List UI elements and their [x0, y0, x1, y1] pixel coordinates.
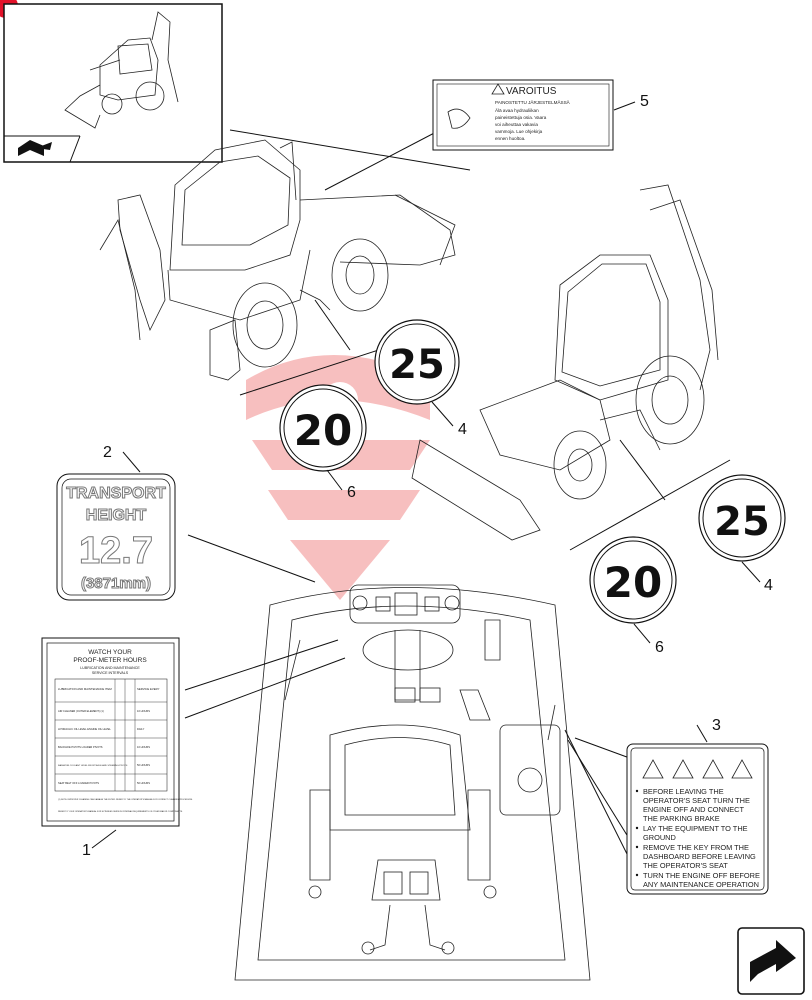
svg-text:ENGINE OFF AND CONNECT: ENGINE OFF AND CONNECT: [643, 805, 744, 814]
callout-5[interactable]: 5: [640, 93, 649, 110]
svg-text:BEFORE LEAVING THE: BEFORE LEAVING THE: [643, 787, 724, 796]
cab-interior: [184, 534, 636, 981]
transport-line-1: TRANSPORT: [66, 485, 166, 502]
svg-text:BACKHOE PIVOTS LOADER PIVOTS: BACKHOE PIVOTS LOADER PIVOTS: [58, 745, 103, 749]
svg-text:DASHBOARD BEFORE LEAVING: DASHBOARD BEFORE LEAVING: [643, 852, 756, 861]
safety-instructions-decal: BEFORE LEAVING THE OPERATOR'S SEAT TURN …: [626, 724, 769, 895]
svg-text:20: 20: [294, 406, 352, 455]
transport-line-2: HEIGHT: [86, 507, 147, 524]
transport-metric: (3871mm): [81, 575, 151, 592]
book-arrow-icon: [18, 140, 52, 156]
svg-text:SERVICE INTERVALS: SERVICE INTERVALS: [92, 671, 129, 675]
svg-text:LAY THE EQUIPMENT TO THE: LAY THE EQUIPMENT TO THE: [643, 824, 748, 833]
varoitus-subtitle: PAINOSTETTU JÄRJESTELMÄSSÄ: [495, 99, 571, 105]
svg-text:GROUND: GROUND: [643, 833, 676, 842]
varoitus-line-1: Älä avaa hydrauliikan: [495, 107, 539, 113]
transport-value: 12.7: [79, 530, 153, 572]
svg-text:25: 25: [389, 342, 445, 388]
svg-text:SEAT BELT OFF LOADER PIVOTS: SEAT BELT OFF LOADER PIVOTS: [58, 781, 99, 785]
svg-text:50 HOURS: 50 HOURS: [137, 781, 150, 785]
next-page-arrow-icon: [750, 940, 796, 982]
varoitus-line-2: paineistettuja osia. Vaara: [495, 115, 547, 120]
svg-text:DAILY: DAILY: [137, 727, 145, 731]
svg-text:HYDRAULIC OIL LEVEL ENGINE OIL: HYDRAULIC OIL LEVEL ENGINE OIL LEVEL: [58, 727, 111, 731]
service-interval-decal: WATCH YOUR PROOF-METER HOURS LUBRICATION…: [41, 637, 193, 849]
svg-text:(1) NOTE: IMPROPER CLEANING CA: (1) NOTE: IMPROPER CLEANING CAN DAMAGE T…: [58, 798, 193, 801]
svg-text:REMOVE THE KEY FROM THE: REMOVE THE KEY FROM THE: [643, 843, 749, 852]
callout-4-lower[interactable]: 4: [764, 577, 773, 594]
varoitus-decal: VAROITUS PAINOSTETTU JÄRJESTELMÄSSÄ Älä …: [432, 79, 636, 151]
svg-text:50 HOURS: 50 HOURS: [137, 763, 150, 767]
svg-text:TURN THE ENGINE OFF BEFORE: TURN THE ENGINE OFF BEFORE: [643, 871, 760, 880]
callout-2[interactable]: 2: [103, 444, 112, 461]
speed-decal-20-lower: 20: [589, 536, 677, 644]
speed-decal-25-upper: 25: [374, 319, 460, 427]
svg-text:OPERATOR'S SEAT TURN THE: OPERATOR'S SEAT TURN THE: [643, 796, 750, 805]
next-page-button[interactable]: [737, 927, 805, 995]
varoitus-line-5: ennen huoltoa.: [495, 136, 525, 141]
svg-text:THE PARKING BRAKE: THE PARKING BRAKE: [643, 814, 720, 823]
callout-1[interactable]: 1: [82, 842, 91, 859]
speed-decal-25-lower: 25: [698, 474, 786, 583]
varoitus-line-3: voi aiheuttaa vakavia: [495, 122, 538, 127]
varoitus-title: VAROITUS: [506, 86, 557, 97]
callout-6-lower[interactable]: 6: [655, 639, 664, 656]
warning-triangle-icon: [642, 759, 753, 779]
svg-text:20: 20: [604, 558, 662, 607]
varoitus-line-4: vammoja. Lue ohjekirja: [495, 129, 543, 134]
svg-text:PROOF-METER HOURS: PROOF-METER HOURS: [73, 657, 147, 664]
transport-height-decal: TRANSPORT HEIGHT 12.7 (3871mm): [56, 451, 176, 601]
svg-text:25: 25: [714, 499, 770, 545]
callout-6-upper[interactable]: 6: [347, 484, 356, 501]
backhoe-rear-view: [99, 129, 471, 396]
svg-text:RADIATOR COOLANT LEVEL FRONT A: RADIATOR COOLANT LEVEL FRONT AXLE AND ST…: [58, 764, 128, 767]
backhoe-front-view: [411, 184, 731, 551]
svg-text:SERVICE EVERY: SERVICE EVERY: [137, 687, 160, 691]
svg-text:LUBRICATION AND MAINTENANCE IT: LUBRICATION AND MAINTENANCE ITEM: [58, 687, 112, 691]
svg-text:AIR CLEANER (OUTER ELEMENT) (1: AIR CLEANER (OUTER ELEMENT) (1): [58, 709, 104, 713]
thumbnail-panel[interactable]: [3, 3, 223, 163]
callout-3[interactable]: 3: [712, 717, 721, 734]
svg-text:REFER TO YOUR OPERATOR'S MANUA: REFER TO YOUR OPERATOR'S MANUAL FOR EXTE…: [58, 810, 183, 813]
speed-decal-20-upper: 20: [279, 384, 367, 491]
callout-4-upper[interactable]: 4: [458, 421, 467, 438]
svg-text:THE OPERATOR'S SEAT: THE OPERATOR'S SEAT: [643, 861, 728, 870]
svg-text:WATCH YOUR: WATCH YOUR: [88, 649, 132, 656]
svg-text:10 HOURS: 10 HOURS: [137, 745, 150, 749]
svg-text:LUBRICATION AND MAINTENANCE: LUBRICATION AND MAINTENANCE: [80, 666, 140, 670]
svg-text:ANY MAINTENANCE OPERATION: ANY MAINTENANCE OPERATION: [643, 880, 759, 889]
svg-text:10 HOURS: 10 HOURS: [137, 709, 150, 713]
